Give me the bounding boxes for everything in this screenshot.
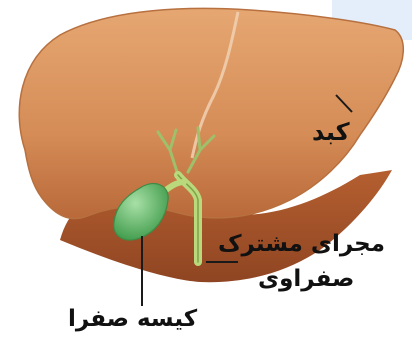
common-bile-duct-label-line1: مجرای مشترک <box>218 233 385 256</box>
common-bile-duct-label-line2: صفراوی <box>258 268 354 291</box>
gallbladder-label: کیسه صفرا <box>68 308 197 331</box>
liver-label: کبد <box>312 120 350 144</box>
